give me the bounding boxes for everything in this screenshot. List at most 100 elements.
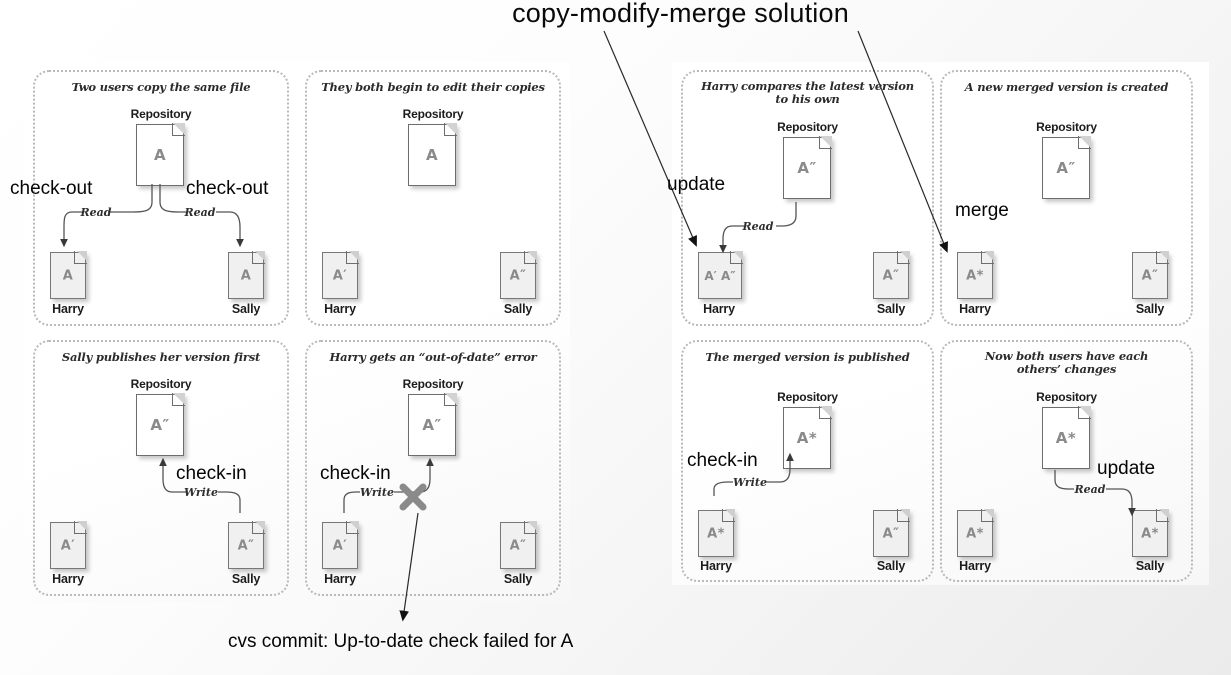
annotation-checkin-merged: check-in [687,450,758,471]
sally-label: Sally [876,302,906,316]
bottom-caption: cvs commit: Up-to-date check failed for … [228,631,574,652]
document-version-label: A″ [882,526,900,541]
document-version-label: A* [966,526,984,541]
page-fold-icon [527,251,537,261]
sally-document: A″ [228,521,265,569]
repository-label: Repository [402,107,464,121]
repository-label: Repository [130,107,192,121]
document-version-label: A″ [1056,159,1076,177]
left-group-container [25,62,570,602]
page-fold-icon [173,123,185,135]
document-version-label: A [62,268,74,283]
repository-document: A* [783,406,832,469]
document-version-label: A″ [509,268,527,283]
annotation-update-sally: update [1097,458,1156,479]
page-fold-icon [820,406,832,418]
page-fold-icon [77,521,87,531]
document-version-label: A [425,146,439,164]
annotation-checkout-left: check-out [10,178,93,199]
annotation-checkout-right: check-out [186,178,269,199]
page-fold-icon [1159,509,1169,519]
repository-document: A″ [1042,136,1091,199]
document-version-label: A [153,146,167,164]
sally-document: A″ [873,251,910,299]
page-title-text: copy-modify-merge solution [512,0,849,28]
repository-label: Repository [777,120,838,134]
repository-label: Repository [130,377,192,391]
document-version-label: A* [966,268,984,283]
sally-label: Sally [231,572,261,586]
page-fold-icon [255,521,265,531]
document-version-label: A* [1055,429,1077,447]
document-version-label: A″ [1141,268,1159,283]
harry-document: A* [698,509,735,557]
page-fold-icon [349,251,359,261]
document-version-label: A″ [422,416,442,434]
repository-document: A [408,123,457,186]
sally-document: A″ [1132,251,1169,299]
page-fold-icon [349,521,359,531]
repository-document: A* [1042,406,1091,469]
document-version-label: A [240,268,252,283]
page-fold-icon [900,251,910,261]
sally-document: A″ [500,521,537,569]
harry-label: Harry [959,302,991,316]
sally-document: A* [1132,509,1169,557]
panel-title-line1: Harry compares the latest version [701,79,914,93]
repository-label: Repository [1036,120,1097,134]
page-title: copy-modify-merge solution [0,0,1231,29]
sally-label: Sally [503,572,533,586]
document-version-label: A* [796,429,818,447]
harry-document: A′ [322,521,359,569]
annotation-merge: merge [955,200,1009,221]
document-version-label: A* [707,526,725,541]
page-fold-icon [527,521,537,531]
page-fold-icon [1079,406,1091,418]
annotation-update-harry: update [667,174,726,195]
harry-document: A′ [50,521,87,569]
page-fold-icon [1159,251,1169,261]
panel-harry-compares: Harry compares the latest version to his… [681,70,934,326]
panel-title: Harry compares the latest version to his… [689,80,926,106]
repository-label: Repository [777,390,838,404]
harry-document: A* [957,251,994,299]
harry-label: Harry [324,572,356,586]
document-version-label: A″ [509,538,527,553]
repository-document: A″ [408,393,457,456]
page-fold-icon [77,251,87,261]
harry-label: Harry [52,302,84,316]
panel-title: Harry gets an “out-of-date” error [329,350,537,364]
harry-document: A′ [322,251,359,299]
panel-title: They both begin to edit their copies [321,80,545,94]
panel-both-have-changes: Now both users have each others’ changes… [940,340,1193,582]
page-fold-icon [984,251,994,261]
harry-document: A′ A″ [698,251,743,299]
panel-title: Two users copy the same file [71,80,251,94]
panel-title-line2: others’ changes [1016,362,1117,376]
panel-title: Sally publishes her version first [61,350,261,364]
page-fold-icon [255,251,265,261]
harry-label: Harry [703,302,735,316]
page-fold-icon [984,509,994,519]
page-fold-icon [173,393,185,405]
sally-label: Sally [876,559,906,573]
page-fold-icon [820,136,832,148]
panel-two-users-copy: Two users copy the same file Repository … [33,70,289,326]
sally-label: Sally [503,302,533,316]
page-fold-icon [725,509,735,519]
harry-label: Harry [700,559,732,573]
document-version-label: A″ [150,416,170,434]
annotation-checkin-harry: check-in [320,463,391,484]
sally-label: Sally [231,302,261,316]
document-version-label: A″ [237,538,255,553]
panel-out-of-date-error: Harry gets an “out-of-date” error Reposi… [305,340,561,596]
document-version-label: A′ [332,538,348,553]
panel-title: The merged version is published [705,350,910,364]
harry-label: Harry [959,559,991,573]
document-version-label: A* [1141,526,1159,541]
document-version-label: A″ [882,268,900,283]
repository-document: A″ [136,393,185,456]
repository-document: A [136,123,185,186]
harry-document: A* [957,509,994,557]
